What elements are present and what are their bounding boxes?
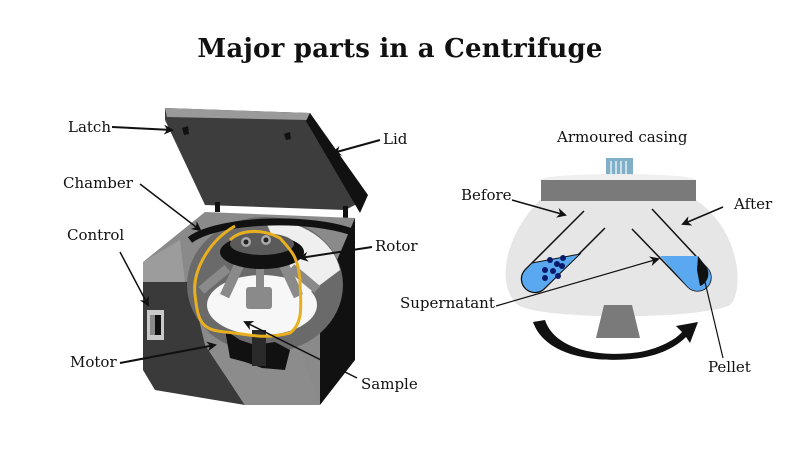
label-chamber: Chamber <box>63 174 133 192</box>
label-motor: Motor <box>70 353 117 371</box>
label-before: Before <box>461 186 512 204</box>
before-arrow <box>511 199 567 218</box>
sample-outline <box>193 224 303 338</box>
chamber-arrow <box>139 183 202 232</box>
label-lid: Lid <box>383 130 408 148</box>
lid <box>165 108 368 218</box>
sample-arrow <box>243 321 358 379</box>
label-sample: Sample <box>361 375 418 393</box>
centrifuge-machine <box>143 108 368 405</box>
control-arrow <box>119 251 149 307</box>
left-callouts <box>111 124 381 379</box>
pellet-line <box>704 281 724 359</box>
label-armoured-casing: Armoured casing <box>557 128 688 146</box>
rotation-arrow-icon <box>533 320 698 360</box>
tube-before <box>520 210 606 294</box>
lid-arrow <box>331 139 381 156</box>
label-rotor: Rotor <box>375 237 418 255</box>
rotor-arrow <box>298 246 373 262</box>
diagram-title: Major parts in a Centrifuge <box>197 34 603 64</box>
pellet <box>697 256 709 286</box>
right-callouts <box>495 199 724 359</box>
supernatant-arrow <box>495 256 660 307</box>
armoured-casing-diagram <box>505 158 738 360</box>
motor-arrow <box>119 341 217 364</box>
label-after: After <box>734 195 773 213</box>
latch-arrow <box>111 124 174 135</box>
label-supernatant: Supernatant <box>400 294 495 312</box>
label-control: Control <box>67 226 125 244</box>
motor <box>225 330 290 370</box>
latch-notch-left <box>182 126 189 135</box>
tube-after <box>631 208 712 292</box>
after-arrow <box>681 206 724 226</box>
control-panel <box>147 310 164 340</box>
latch-notch-right <box>284 132 291 140</box>
label-latch: Latch <box>68 118 111 136</box>
centrifuge-body <box>143 212 355 405</box>
label-pellet: Pellet <box>708 358 751 376</box>
